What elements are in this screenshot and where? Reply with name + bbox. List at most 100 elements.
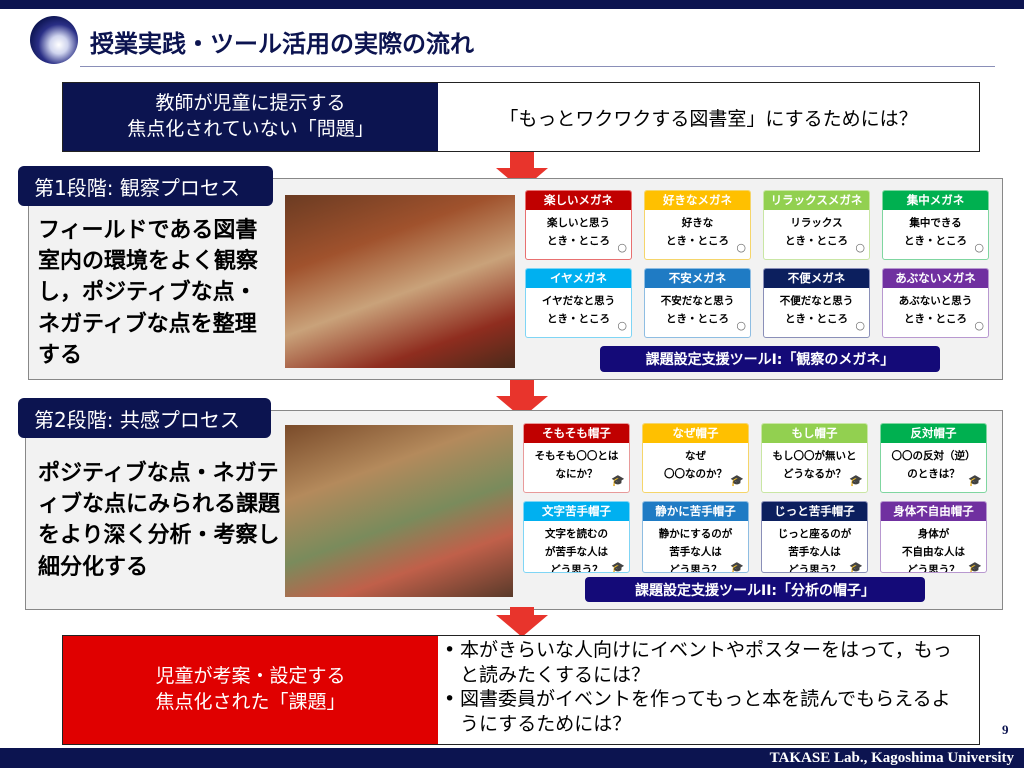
graduation-cap-icon: 🎓 (968, 561, 982, 573)
card-body-text: じっと座るのが 苦手な人は どう思う？ (777, 528, 852, 573)
magnifier-icon: ○ (617, 319, 627, 332)
card-body: もし〇〇が無いと どうなるか？🎓 (762, 443, 867, 492)
magnifier-icon: ○ (736, 241, 746, 254)
card-body: 不便だなと思う とき・ところ○ (764, 288, 869, 337)
card-body: 文字を読むの が苦手な人は どう思う？🎓 (524, 521, 629, 573)
card-body-text: 不安だなと思う とき・ところ (660, 295, 735, 325)
title-divider (80, 66, 995, 67)
card-title: そもそも帽子 (524, 424, 629, 443)
tool-card: 不安メガネ不安だなと思う とき・ところ○ (644, 268, 751, 338)
stage2-tool-label: 課題設定支援ツールII:「分析の帽子」 (585, 577, 925, 602)
card-title: 身体不自由帽子 (881, 502, 986, 521)
glasses-card-grid: 楽しいメガネ楽しいと思う とき・ところ○好きなメガネ好きな とき・ところ○リラッ… (525, 190, 989, 338)
card-title: なぜ帽子 (643, 424, 748, 443)
card-title: 不安メガネ (645, 269, 750, 288)
tool-card: 身体不自由帽子身体が 不自由な人は どう思う？🎓 (880, 501, 987, 573)
card-body-text: なぜ 〇〇なのか？ (664, 450, 727, 480)
tool-card: 静かに苦手帽子静かにするのが 苦手な人は どう思う？🎓 (642, 501, 749, 573)
down-arrow-icon (496, 607, 548, 637)
card-body: 静かにするのが 苦手な人は どう思う？🎓 (643, 521, 748, 573)
tool-card: 集中メガネ集中できる とき・ところ ○ (882, 190, 989, 260)
top-bar (0, 0, 1024, 9)
logo-icon (30, 16, 78, 64)
task-item: 図書委員がイベントを作ってもっと本を読んでもらえるようにするためには？ (442, 687, 969, 736)
problem-label: 教師が児童に提示する 焦点化されていない「問題」 (63, 83, 438, 151)
magnifier-icon: ○ (855, 319, 865, 332)
card-body-text: もし〇〇が無いと どうなるか？ (772, 450, 857, 480)
tool-card: リラックスメガネリラックス とき・ところ○ (763, 190, 870, 260)
stage2-badge: 第2段階: 共感プロセス (18, 398, 271, 438)
card-body-text: 〇〇の反対（逆） のときは？ (891, 450, 976, 480)
card-body: なぜ 〇〇なのか？🎓 (643, 443, 748, 492)
graduation-cap-icon: 🎓 (611, 474, 625, 487)
card-title: 集中メガネ (883, 191, 988, 210)
stage1-badge: 第1段階: 観察プロセス (18, 166, 273, 206)
graduation-cap-icon: 🎓 (611, 561, 625, 573)
tool-card: イヤメガネイヤだなと思う とき・ところ○ (525, 268, 632, 338)
problem-box: 教師が児童に提示する 焦点化されていない「問題」 「もっとワクワクする図書室」に… (62, 82, 980, 152)
tool-card: 文字苦手帽子文字を読むの が苦手な人は どう思う？🎓 (523, 501, 630, 573)
card-body-text: 身体が 不自由な人は どう思う？ (902, 528, 965, 573)
card-title: 楽しいメガネ (526, 191, 631, 210)
card-body: 〇〇の反対（逆） のときは？🎓 (881, 443, 986, 492)
card-body: そもそも〇〇とは なにか？🎓 (524, 443, 629, 492)
tool-card: 不便メガネ不便だなと思う とき・ところ○ (763, 268, 870, 338)
library-photo (285, 195, 515, 368)
card-body: 集中できる とき・ところ ○ (883, 210, 988, 259)
task-box: 児童が考案・設定する 焦点化された「課題」 本がきらいな人向けにイベントやポスタ… (62, 635, 980, 745)
card-body-text: 不便だなと思う とき・ところ (779, 295, 854, 325)
magnifier-icon: ○ (855, 241, 865, 254)
card-title: 文字苦手帽子 (524, 502, 629, 521)
card-body-text: 文字を読むの が苦手な人は どう思う？ (545, 528, 608, 573)
magnifier-icon: ○ (617, 241, 627, 254)
graduation-cap-icon: 🎓 (730, 474, 744, 487)
problem-text: 「もっとワクワクする図書室」にするためには？ (499, 107, 918, 130)
card-body: じっと座るのが 苦手な人は どう思う？🎓 (762, 521, 867, 573)
card-body: イヤだなと思う とき・ところ○ (526, 288, 631, 337)
footer: TAKASE Lab., Kagoshima University (0, 748, 1024, 768)
magnifier-icon: ○ (974, 241, 984, 254)
tool-card: 好きなメガネ好きな とき・ところ ○ (644, 190, 751, 260)
card-body: 不安だなと思う とき・ところ○ (645, 288, 750, 337)
card-body: あぶないと思う とき・ところ○ (883, 288, 988, 337)
card-body-text: リラックス とき・ところ (785, 217, 848, 247)
card-title: 静かに苦手帽子 (643, 502, 748, 521)
card-title: 不便メガネ (764, 269, 869, 288)
card-body-text: 集中できる とき・ところ (904, 217, 967, 247)
card-title: もし帽子 (762, 424, 867, 443)
task-item: 本がきらいな人向けにイベントやポスターをはって，もっと読みたくするには？ (442, 638, 969, 687)
stage1-description: フィールドである図書室内の環境をよく観察し，ポジティブな点・ネガティブな点を整理… (38, 218, 259, 368)
magnifier-icon: ○ (736, 319, 746, 332)
card-title: イヤメガネ (526, 269, 631, 288)
tool-card: 楽しいメガネ楽しいと思う とき・ところ ○ (525, 190, 632, 260)
card-body-text: 好きな とき・ところ (666, 217, 729, 247)
card-title: 反対帽子 (881, 424, 986, 443)
card-body-text: そもそも〇〇とは なにか？ (534, 450, 619, 480)
task-list: 本がきらいな人向けにイベントやポスターをはって，もっと読みたくするには？ 図書委… (442, 638, 969, 737)
hats-card-grid: そもそも帽子そもそも〇〇とは なにか？🎓なぜ帽子なぜ 〇〇なのか？🎓もし帽子もし… (523, 423, 987, 573)
magnifier-icon: ○ (974, 319, 984, 332)
card-body: リラックス とき・ところ ○ (764, 210, 869, 259)
card-title: 好きなメガネ (645, 191, 750, 210)
tool-card: そもそも帽子そもそも〇〇とは なにか？🎓 (523, 423, 630, 493)
card-body-text: イヤだなと思う とき・ところ (541, 295, 616, 325)
graduation-cap-icon: 🎓 (730, 561, 744, 573)
page-number: 9 (1002, 722, 1009, 737)
card-body: 好きな とき・ところ ○ (645, 210, 750, 259)
card-body: 楽しいと思う とき・ところ ○ (526, 210, 631, 259)
card-body-text: 静かにするのが 苦手な人は どう思う？ (658, 528, 733, 573)
card-body-text: あぶないと思う とき・ところ (898, 295, 973, 325)
graduation-cap-icon: 🎓 (968, 474, 982, 487)
card-body-text: 楽しいと思う とき・ところ (547, 217, 610, 247)
task-label: 児童が考案・設定する 焦点化された「課題」 (63, 636, 438, 744)
tool-card: じっと苦手帽子じっと座るのが 苦手な人は どう思う？🎓 (761, 501, 868, 573)
graduation-cap-icon: 🎓 (849, 474, 863, 487)
card-title: あぶないメガネ (883, 269, 988, 288)
stage1-tool-label: 課題設定支援ツールI:「観察のメガネ」 (600, 346, 940, 372)
discussion-photo (285, 425, 513, 597)
slide-title: 授業実践・ツール活用の実際の流れ (90, 30, 474, 58)
card-body: 身体が 不自由な人は どう思う？🎓 (881, 521, 986, 573)
tool-card: あぶないメガネあぶないと思う とき・ところ○ (882, 268, 989, 338)
tool-card: もし帽子もし〇〇が無いと どうなるか？🎓 (761, 423, 868, 493)
stage2-description: ポジティブな点・ネガティブな点にみられる課題をより深く分析・考察し細分化する (38, 461, 281, 580)
